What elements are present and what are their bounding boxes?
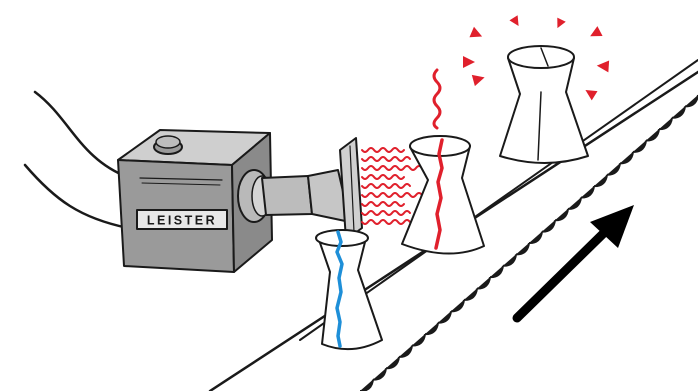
conveyor-tooth xyxy=(412,334,425,345)
conveyor-tooth xyxy=(542,220,555,231)
brand-label: LEISTER xyxy=(147,214,217,228)
conveyor-tooth xyxy=(620,152,633,163)
conveyor-tooth xyxy=(451,300,464,311)
hot-air-jets xyxy=(362,148,422,224)
conveyor-tooth xyxy=(633,141,646,152)
conveyor-tooth xyxy=(438,311,451,322)
power-cable-upper xyxy=(35,92,130,178)
conveyor-tooth xyxy=(607,163,620,174)
heat-ray xyxy=(469,27,482,37)
heat-ray xyxy=(585,90,597,100)
conveyor-tooth xyxy=(386,357,399,368)
heat-ray xyxy=(590,26,602,36)
heat-ray xyxy=(557,18,565,29)
conveyor-tooth xyxy=(360,380,373,391)
hot-air-plume xyxy=(434,70,440,128)
hot-air-stream xyxy=(362,184,410,188)
hot-air-stream xyxy=(362,211,410,215)
conveyor-tooth xyxy=(659,118,672,129)
heat-ray xyxy=(597,60,609,72)
hot-air-stream xyxy=(362,193,422,197)
conveyor-tooth xyxy=(399,345,412,356)
heat-ray xyxy=(509,15,518,26)
conveyor-tooth xyxy=(464,289,477,300)
hot-air-stream xyxy=(362,148,404,152)
cup-hot-seam xyxy=(402,70,484,254)
power-cables xyxy=(25,92,130,228)
nozzle-head xyxy=(340,138,362,240)
power-cable-lower xyxy=(25,165,128,228)
conveyor-tooth xyxy=(477,277,490,288)
conveyor-tooth xyxy=(503,254,516,265)
hot-air-stream xyxy=(362,157,410,161)
conveyor-tooth xyxy=(529,232,542,243)
conveyor-tooth xyxy=(685,95,698,106)
hot-air-stream xyxy=(362,202,404,206)
heat-ray xyxy=(472,75,485,86)
conveyor-tooth xyxy=(490,266,503,277)
conveyor-tooth xyxy=(594,175,607,186)
conveyor-tooth xyxy=(373,368,386,379)
conveyor-direction-arrow-icon xyxy=(517,205,634,318)
conveyor-tooth xyxy=(581,186,594,197)
hot-air-stream xyxy=(362,175,404,179)
conveyor-tooth xyxy=(425,323,438,334)
conveyor-tooth xyxy=(555,209,568,220)
conveyor-tooth xyxy=(568,197,581,208)
conveyor-tooth xyxy=(672,106,685,117)
cup-finished xyxy=(500,46,588,163)
conveyor-tooth xyxy=(646,129,659,140)
conveyor-tooth xyxy=(516,243,529,254)
heat-ray xyxy=(463,56,475,68)
hot-air-stream xyxy=(362,166,422,170)
